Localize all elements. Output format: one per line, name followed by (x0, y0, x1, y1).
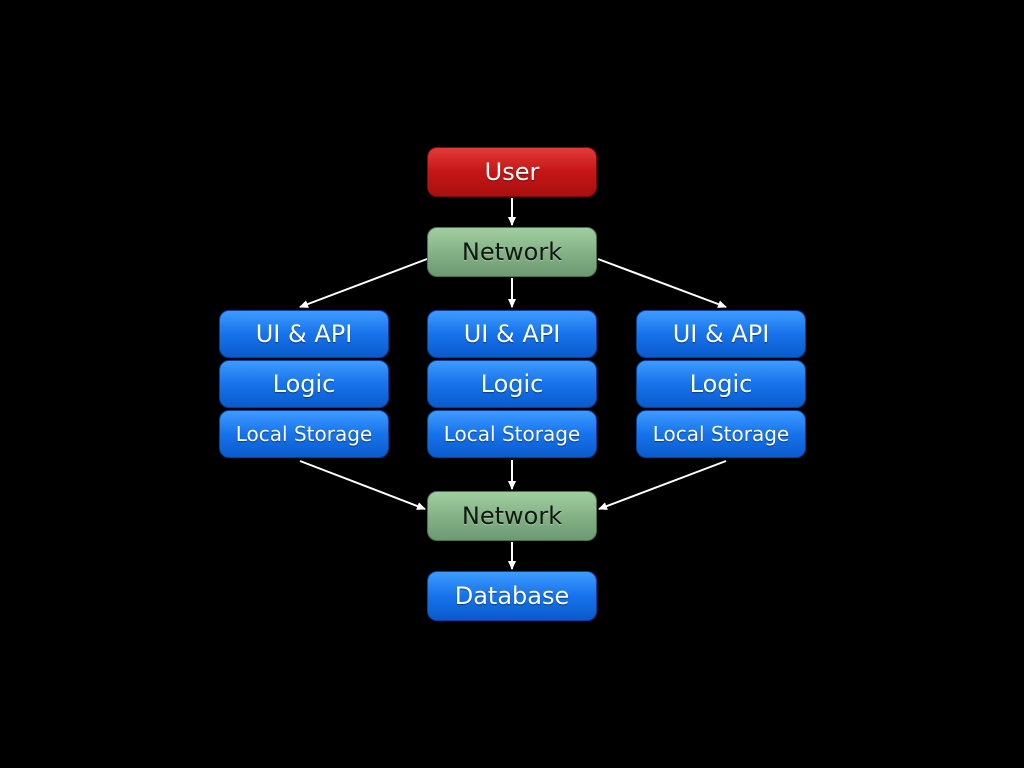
local-storage-node-left: Local Storage (219, 410, 389, 458)
network-node-top: Network (427, 227, 597, 277)
database-node: Database (427, 571, 597, 621)
user-node: User (427, 147, 597, 197)
arrow-right-stack-to-network (598, 460, 727, 510)
arrow-left-stack-to-network (299, 460, 426, 510)
network-node-bottom: Network (427, 491, 597, 541)
arrow-network-to-right-stack (597, 258, 727, 308)
logic-node-middle: Logic (427, 360, 597, 408)
logic-node-right: Logic (636, 360, 806, 408)
arrow-network-to-left-stack (299, 258, 428, 308)
ui-api-node-left: UI & API (219, 310, 389, 358)
local-storage-node-middle: Local Storage (427, 410, 597, 458)
logic-node-left: Logic (219, 360, 389, 408)
ui-api-node-right: UI & API (636, 310, 806, 358)
ui-api-node-middle: UI & API (427, 310, 597, 358)
local-storage-node-right: Local Storage (636, 410, 806, 458)
